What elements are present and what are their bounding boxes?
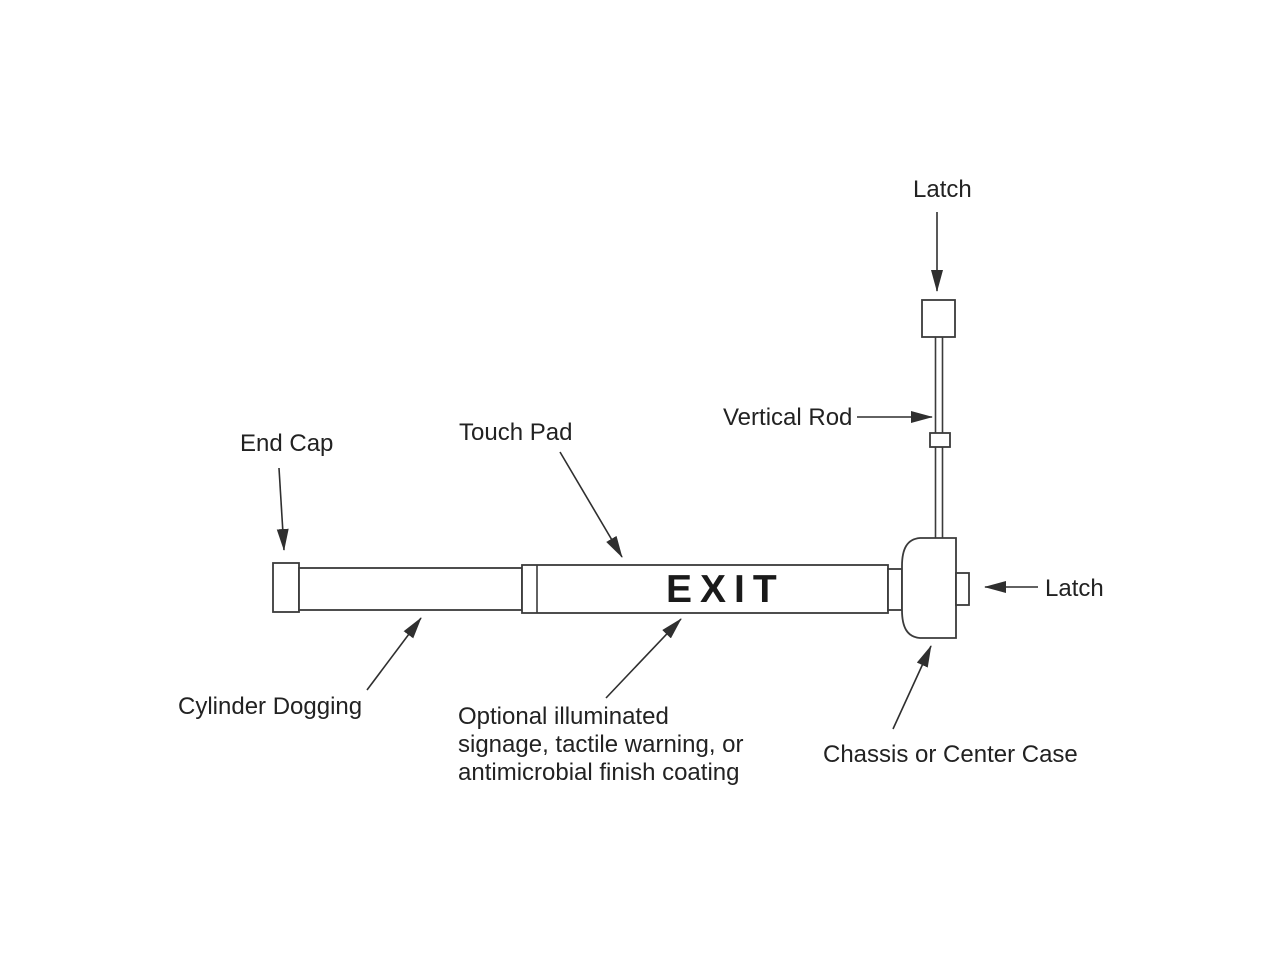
label-end-cap: End Cap bbox=[240, 430, 334, 457]
exit-sign-text: EXIT bbox=[666, 568, 785, 611]
arrow-optional-note bbox=[605, 618, 682, 699]
arrow-touch-pad bbox=[559, 451, 623, 558]
latch-right-shape bbox=[955, 572, 970, 606]
arrow-chassis bbox=[892, 645, 932, 730]
arrow-end-cap bbox=[276, 467, 289, 551]
rail-shape bbox=[298, 567, 523, 611]
end-cap-shape bbox=[272, 562, 300, 613]
rod-collar-shape bbox=[929, 432, 951, 448]
touch-pad-shape bbox=[521, 564, 889, 614]
joint-band-shape bbox=[887, 568, 903, 611]
label-touch-pad: Touch Pad bbox=[459, 419, 573, 446]
label-chassis-or-center-case: Chassis or Center Case bbox=[823, 741, 1078, 768]
arrow-cylinder-dogging bbox=[366, 617, 422, 691]
label-latch-top: Latch bbox=[913, 176, 972, 203]
latch-top-shape bbox=[921, 299, 956, 338]
chassis-shape bbox=[901, 537, 957, 639]
label-vertical-rod: Vertical Rod bbox=[723, 404, 853, 431]
label-optional-note: Optional illuminated signage, tactile wa… bbox=[458, 703, 744, 786]
label-cylinder-dogging: Cylinder Dogging bbox=[178, 693, 363, 720]
label-latch-right: Latch bbox=[1045, 575, 1104, 602]
